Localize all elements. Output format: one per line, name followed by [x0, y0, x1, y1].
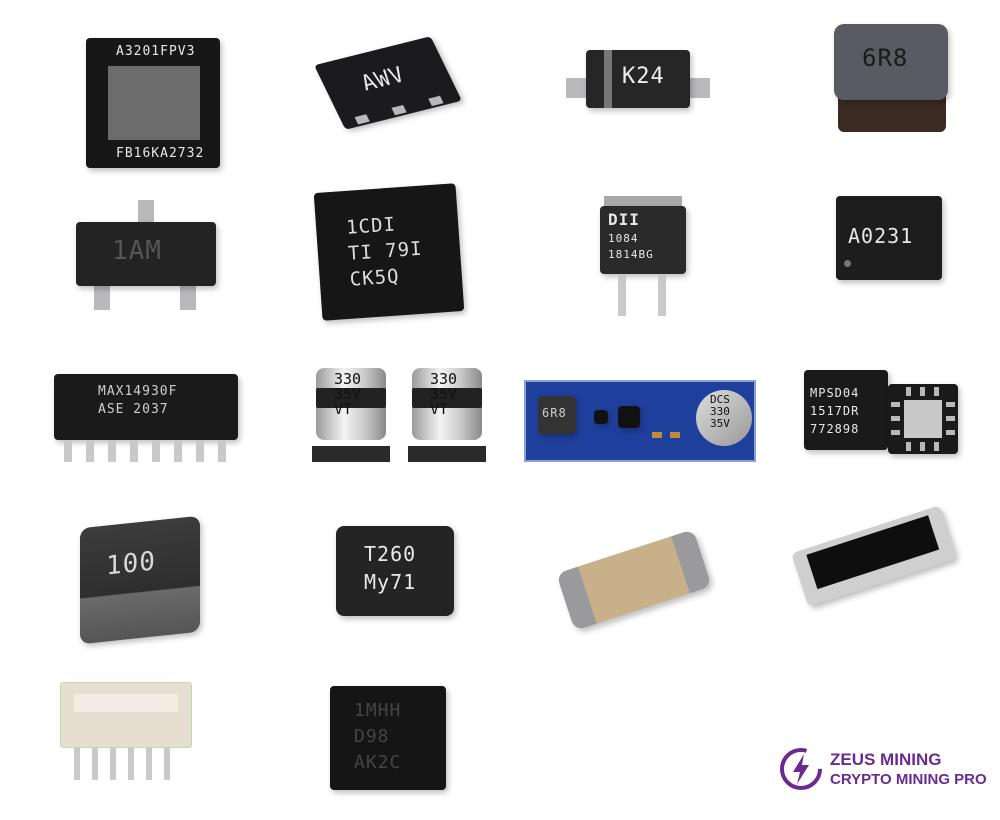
dpak-regulator: DII 1084 1814BG [600, 196, 686, 320]
a0231-label: A0231 [848, 224, 914, 248]
mpsd04-line2: 1517DR [810, 404, 860, 418]
qfn-ti-chip: 1CDI TI 79I CK5Q [313, 183, 465, 321]
mpsd04-line3: 772898 [810, 422, 860, 436]
lightning-circle-icon [778, 746, 824, 792]
bga-chip: A3201FPV3 FB16KA2732 [86, 38, 220, 168]
a0231-chip: A0231 [836, 196, 942, 280]
electrolytic-cap-right: 330 35V VT [408, 368, 490, 468]
soic-line2: ASE 2037 [98, 402, 169, 417]
sot23-transistor: 1AM [76, 200, 216, 312]
bga-chip-bottom-label: FB16KA2732 [116, 146, 205, 161]
logo-subtitle: CRYPTO MINING PRO [830, 771, 987, 788]
ti-line2: TI 79I [347, 237, 424, 265]
electrolytic-cap-left: 330 35V VT [312, 368, 394, 468]
t260-line2: My71 [364, 570, 417, 594]
k24-diode: K24 [566, 44, 710, 114]
lga-line3: AK2C [354, 752, 402, 773]
t260-chip: T260 My71 [336, 526, 454, 616]
cap-right-label: 330 35V VT [430, 370, 458, 418]
soic-chip: MAX14930F ASE 2037 [54, 374, 238, 464]
mlcc-capacitor [556, 528, 712, 632]
bga-chip-top-label: A3201FPV3 [116, 44, 196, 59]
dpak-line2: 1814BG [608, 248, 654, 261]
chip-resistor [790, 504, 958, 608]
t260-line1: T260 [364, 542, 417, 566]
wire-connector [60, 682, 192, 788]
inductor-100: 100 [80, 515, 200, 645]
ti-line3: CK5Q [349, 265, 401, 291]
lga-line1: 1MHH [354, 700, 402, 721]
pcb-inductor-label: 6R8 [542, 406, 567, 420]
zeus-mining-logo: ZEUS MINING CRYPTO MINING PRO [778, 744, 992, 800]
soic-line1: MAX14930F [98, 384, 178, 399]
mpsd04-line1: MPSD04 [810, 386, 860, 400]
lga-line2: D98 [354, 726, 390, 747]
qfn-bottom-view [888, 384, 958, 454]
ti-line1: 1CDI [345, 213, 397, 239]
pcb-module: 6R8 DCS 330 35V [524, 380, 756, 462]
awv-chip: AWV [314, 34, 466, 134]
thermal-pad [904, 400, 942, 438]
dpak-line1: 1084 [608, 232, 639, 245]
cap-left-label: 330 35V VT [334, 370, 362, 418]
100-label: 100 [106, 546, 156, 582]
1am-label: 1AM [112, 236, 162, 266]
logo-title: ZEUS MINING [830, 750, 942, 769]
6r8-label: 6R8 [862, 44, 909, 72]
cathode-band [604, 50, 612, 108]
die-window [108, 66, 200, 140]
awv-label: AWV [357, 62, 410, 97]
inductor-6r8: 6R8 [834, 24, 952, 134]
k24-label: K24 [622, 64, 665, 89]
resistor-body [806, 515, 940, 590]
pcb-cap-label: DCS 330 35V [710, 393, 730, 430]
mpsd04-chip: MPSD04 1517DR 772898 [804, 370, 888, 450]
lga-chip: 1MHH D98 AK2C [330, 686, 446, 790]
dii-logo: DII [608, 210, 640, 229]
